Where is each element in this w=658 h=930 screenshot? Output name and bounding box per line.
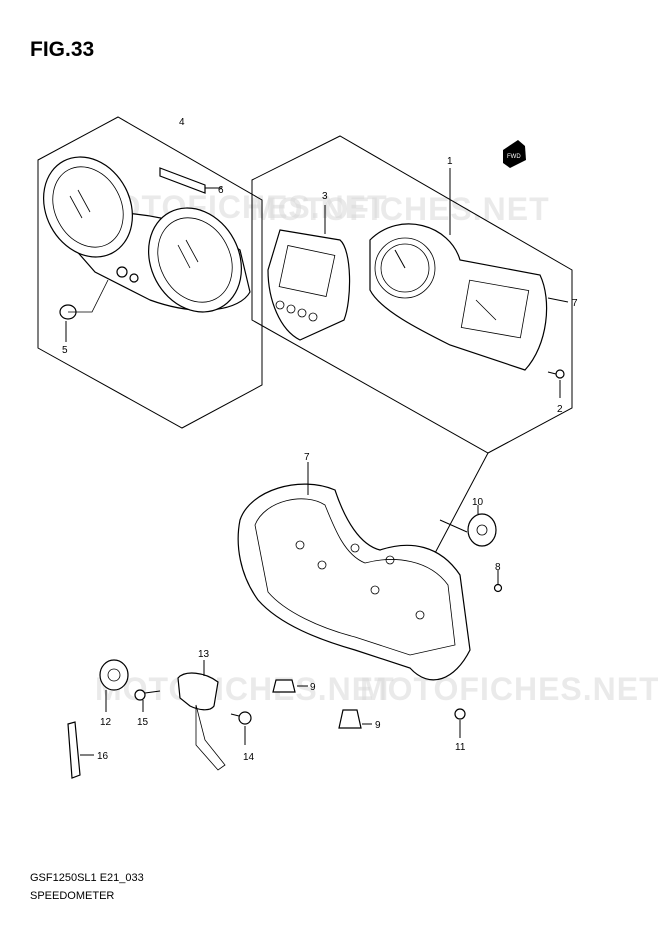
callout-14: 14 xyxy=(243,752,255,763)
callout-8: 8 xyxy=(495,562,501,573)
diagram-code: GSF1250SL1 E21_033 xyxy=(30,872,144,884)
meter-unit xyxy=(369,168,569,371)
callout-13: 13 xyxy=(198,649,210,660)
callout-12: 12 xyxy=(100,717,112,728)
watermark-bottom: MOTOFICHES.NET xyxy=(95,671,395,707)
meter-assembly-box xyxy=(37,116,263,429)
forward-arrow-label: FWD xyxy=(507,154,521,160)
callout-1: 1 xyxy=(447,156,453,167)
callout-9a: 9 xyxy=(310,682,316,693)
forward-arrow-icon: FWD xyxy=(503,140,526,168)
meter-housing-lower xyxy=(237,462,471,681)
screw-2 xyxy=(547,369,565,398)
callout-5: 5 xyxy=(62,345,68,356)
lens-plate xyxy=(159,167,206,194)
bolt-14 xyxy=(230,711,252,745)
callout-10: 10 xyxy=(472,497,484,508)
cushion-upper xyxy=(272,679,308,693)
twin-meter-assembly xyxy=(43,156,251,313)
callout-4: 4 xyxy=(179,117,185,128)
callout-6: 6 xyxy=(218,185,224,196)
screw-15 xyxy=(134,689,161,712)
callout-15: 15 xyxy=(137,717,149,728)
diagram-name: SPEEDOMETER xyxy=(30,890,115,902)
lamp-bulb xyxy=(59,279,109,342)
watermark-top-2: MOTOFICHES.NET xyxy=(250,191,550,227)
mounting-bracket xyxy=(177,660,226,771)
screw-8 xyxy=(493,570,503,593)
cushion-lower xyxy=(338,709,372,729)
callout-9b: 9 xyxy=(375,720,381,731)
callout-2: 2 xyxy=(557,404,563,415)
callout-11: 11 xyxy=(455,742,466,753)
lcd-bezel xyxy=(267,205,351,341)
callout-16: 16 xyxy=(97,751,109,762)
grommet xyxy=(439,505,497,547)
callout-3: 3 xyxy=(322,191,328,202)
screw-11 xyxy=(454,708,466,738)
callout-7b: 7 xyxy=(304,452,310,463)
watermark-bottom-2: MOTOFICHES.NET xyxy=(360,671,658,707)
wiring-band xyxy=(67,721,94,779)
bulb-socket xyxy=(99,659,129,712)
meter-unit-box xyxy=(251,135,573,454)
figure-title: FIG.33 xyxy=(30,38,95,61)
callout-7a: 7 xyxy=(572,298,578,309)
